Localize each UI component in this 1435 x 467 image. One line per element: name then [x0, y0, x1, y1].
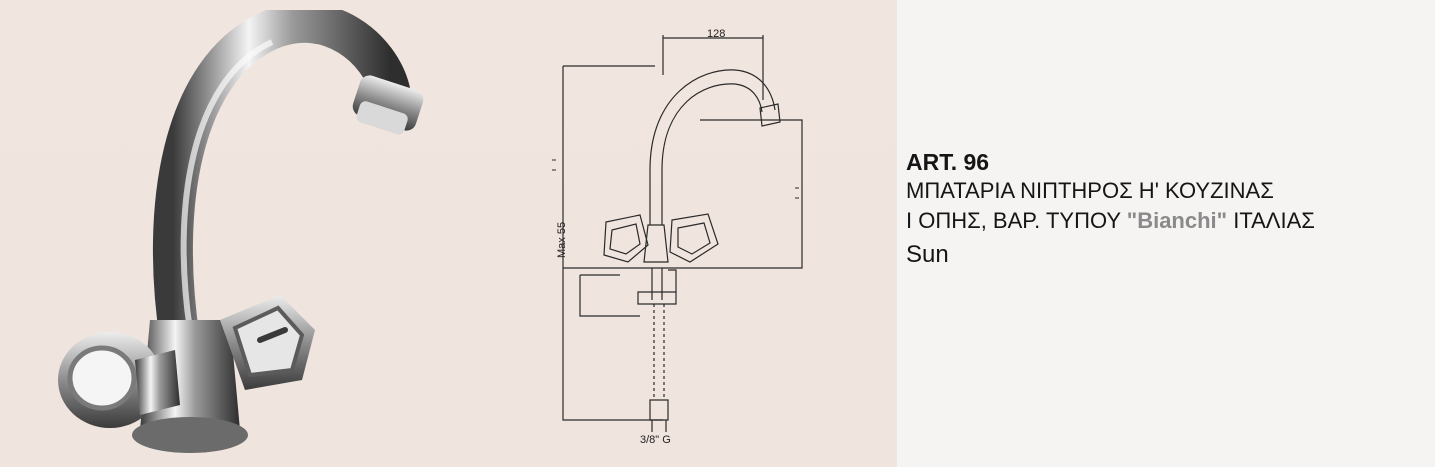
- technical-drawing: [552, 35, 803, 432]
- faucet-photo: [58, 10, 424, 453]
- product-title-line1: ΜΠΑΤΑΡΙΑ ΝΙΠΤΗΡΟΣ Η' ΚΟΥΖΙΝΑΣ: [906, 178, 1274, 203]
- product-description: ART. 96 ΜΠΑΤΑΡΙΑ ΝΙΠΤΗΡΟΣ Η' ΚΟΥΖΙΝΑΣ Ι …: [906, 148, 1431, 272]
- article-number: ART. 96: [906, 149, 990, 175]
- width-dimension-label: 128: [707, 28, 726, 40]
- line2-end: ΙΤΑΛΙΑΣ: [1227, 208, 1315, 233]
- model-name: Sun: [906, 241, 949, 268]
- line2-start: Ι ΟΠΗΣ, ΒΑΡ. ΤΥΠΟΥ: [906, 208, 1127, 233]
- description-panel: [897, 0, 1435, 467]
- thread-dimension-label: 3/8" G: [640, 434, 671, 446]
- brand-name: "Bianchi": [1126, 208, 1228, 233]
- height-dimension-label: Max 55: [556, 221, 568, 258]
- product-title-line2: Ι ΟΠΗΣ, ΒΑΡ. ΤΥΠΟΥ "Bianchi" ΙΤΑΛΙΑΣ: [906, 206, 1431, 236]
